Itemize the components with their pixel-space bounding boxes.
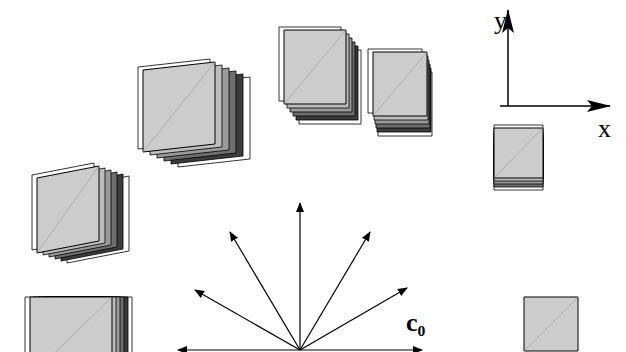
x-axis <box>500 105 610 107</box>
direction-arrow <box>300 288 407 350</box>
cube-diagonal <box>37 166 99 253</box>
cube-diagonal <box>494 128 543 178</box>
cube-diagonal <box>143 62 215 152</box>
cube-diagonal <box>284 30 346 104</box>
cube-diagonal <box>524 297 578 351</box>
cube-front <box>524 297 578 351</box>
cube-front <box>30 297 112 352</box>
cube-front <box>284 30 346 104</box>
cube-front <box>373 52 427 116</box>
cube-diagonal <box>30 297 112 352</box>
direction-arrows <box>178 203 422 350</box>
cube-front <box>143 62 215 152</box>
cube-diagonal <box>373 52 427 116</box>
y-axis <box>507 10 509 106</box>
direction-arrow <box>195 290 300 350</box>
direction-arrow <box>230 232 300 350</box>
vector-label: c₀ <box>406 310 425 336</box>
direction-arrow <box>300 349 422 350</box>
cube-stacks <box>25 27 578 352</box>
axis-label: x <box>598 116 611 142</box>
cube-front <box>494 128 543 178</box>
direction-arrow <box>299 203 300 350</box>
axes <box>500 10 610 106</box>
direction-arrow <box>178 349 300 350</box>
cube-front <box>37 166 99 253</box>
direction-arrow <box>300 232 370 350</box>
axis-label: y <box>494 8 507 34</box>
